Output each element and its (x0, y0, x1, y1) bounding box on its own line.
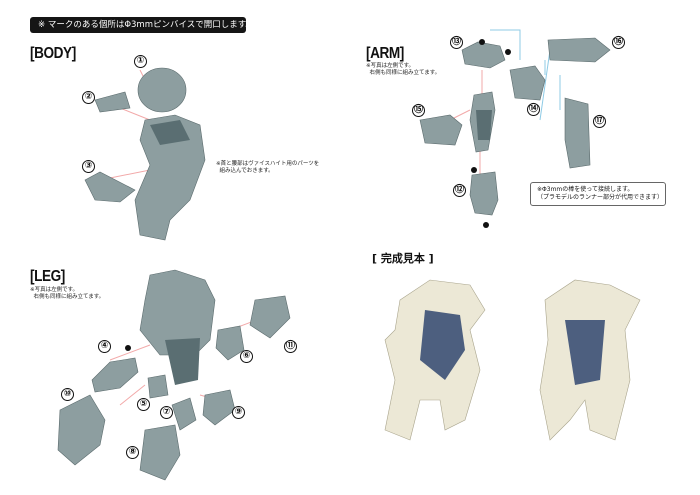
part-number-10: ⑩ (61, 388, 74, 401)
part-number-9: ⑨ (232, 406, 245, 419)
part-number-17: ⑰ (593, 115, 606, 128)
part-number-16: ⑯ (612, 36, 625, 49)
part-number-4: ④ (98, 340, 111, 353)
arm-note: ※写真は左側です。 右側も同様に組み立てます。 (366, 63, 441, 76)
part-number-13: ⑬ (450, 36, 463, 49)
body-parts (84, 67, 206, 241)
part-number-8: ⑧ (126, 446, 139, 459)
part-number-3: ③ (82, 160, 95, 173)
arm-connection-note: ※Φ3mmの棒を使って接続します。 （プラモデルのランナー部分が代用できます） (530, 182, 666, 206)
body-section-title: [BODY] (30, 45, 76, 62)
body-note: ※首と腰部はヴァイスハイト用のパーツを 組み込んでおきます。 (216, 161, 320, 174)
part-number-6: ⑥ (240, 350, 253, 363)
part-number-1: ① (134, 55, 147, 68)
part-number-14: ⑭ (527, 103, 540, 116)
leg-note: ※写真は左側です。 右側も同様に組み立てます。 (30, 287, 105, 300)
completed-model-photos (384, 279, 641, 441)
arm-section-title: [ARM] (366, 45, 404, 62)
leg-parts (57, 269, 291, 481)
pin-vise-notice: ※ マークのある個所はΦ3mmピンバイスで開口します。 (30, 17, 254, 33)
sample-section-title: [ 完成見本 ] (372, 252, 434, 265)
part-number-2: ② (82, 91, 95, 104)
leg-section-title: [LEG] (30, 268, 65, 285)
part-number-5: ⑤ (137, 398, 150, 411)
part-number-15: ⑮ (412, 104, 425, 117)
part-number-12: ⑫ (453, 184, 466, 197)
part-number-7: ⑦ (160, 406, 173, 419)
arm-parts (419, 29, 611, 228)
part-number-11: ⑪ (284, 340, 297, 353)
